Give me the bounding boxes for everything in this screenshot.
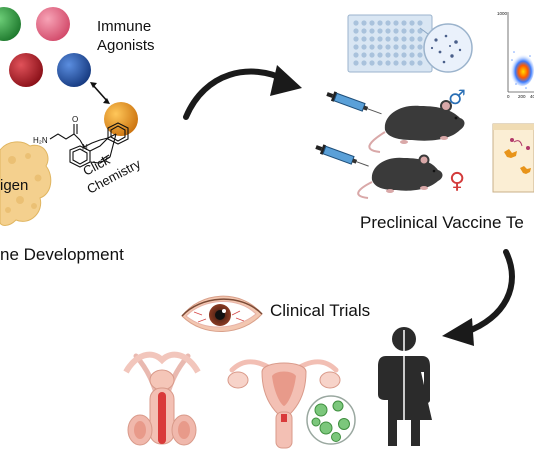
syringe-top <box>326 91 382 115</box>
vaccine-development-label: ne Development <box>0 245 124 264</box>
double-arrow-icon <box>90 82 110 104</box>
arrow-head-preclinical-icon <box>270 65 302 96</box>
syringe-bottom <box>315 144 369 167</box>
immune-agonists-label-line2: Agonists <box>97 37 155 54</box>
antigen-label: igen <box>0 177 28 194</box>
flow-cytometry-plot <box>507 12 534 93</box>
female-reproductive-anatomy <box>227 359 341 449</box>
antigen-texture <box>5 153 42 213</box>
immune-agonists-label-line1: Immune <box>97 18 151 35</box>
arrow-to-preclinical <box>183 68 289 120</box>
agonist-pink-sphere <box>36 7 70 41</box>
agonist-spheres <box>0 7 138 136</box>
oxygen-label: O <box>72 115 78 124</box>
flow-x-tick-200: 200 <box>518 94 526 99</box>
nitrogen-label: N <box>82 143 88 152</box>
dbco-molecule-structure <box>49 122 129 168</box>
female-symbol-icon: ♀ <box>449 169 465 194</box>
agonist-blue-sphere <box>57 53 91 87</box>
flow-y-tick-top: 1000 <box>497 11 508 16</box>
preclinical-label: Preclinical Vaccine Te <box>360 213 524 232</box>
arrow-to-clinical <box>463 249 515 335</box>
agonist-orange-sphere <box>104 102 138 136</box>
male-symbol-icon: ♂ <box>448 85 466 109</box>
eye-illustration <box>181 295 263 332</box>
magnified-cells <box>306 395 356 445</box>
flow-x-tick-0: 0 <box>507 94 510 99</box>
arrow-head-clinical-icon <box>442 318 474 346</box>
culture-dish <box>492 123 534 193</box>
clinical-trials-label: Clinical Trials <box>270 301 370 320</box>
agonist-green-sphere <box>0 7 21 41</box>
well-plate <box>347 14 433 73</box>
male-reproductive-anatomy <box>123 351 201 446</box>
person-icon <box>378 327 432 446</box>
mouse-male <box>368 100 465 153</box>
flow-x-tick-400: 400 <box>530 94 534 99</box>
h2n-label: H₂N <box>33 136 48 145</box>
mouse-female <box>357 154 443 199</box>
elispot-well-zoom <box>423 23 473 73</box>
agonist-red-sphere <box>9 53 43 87</box>
